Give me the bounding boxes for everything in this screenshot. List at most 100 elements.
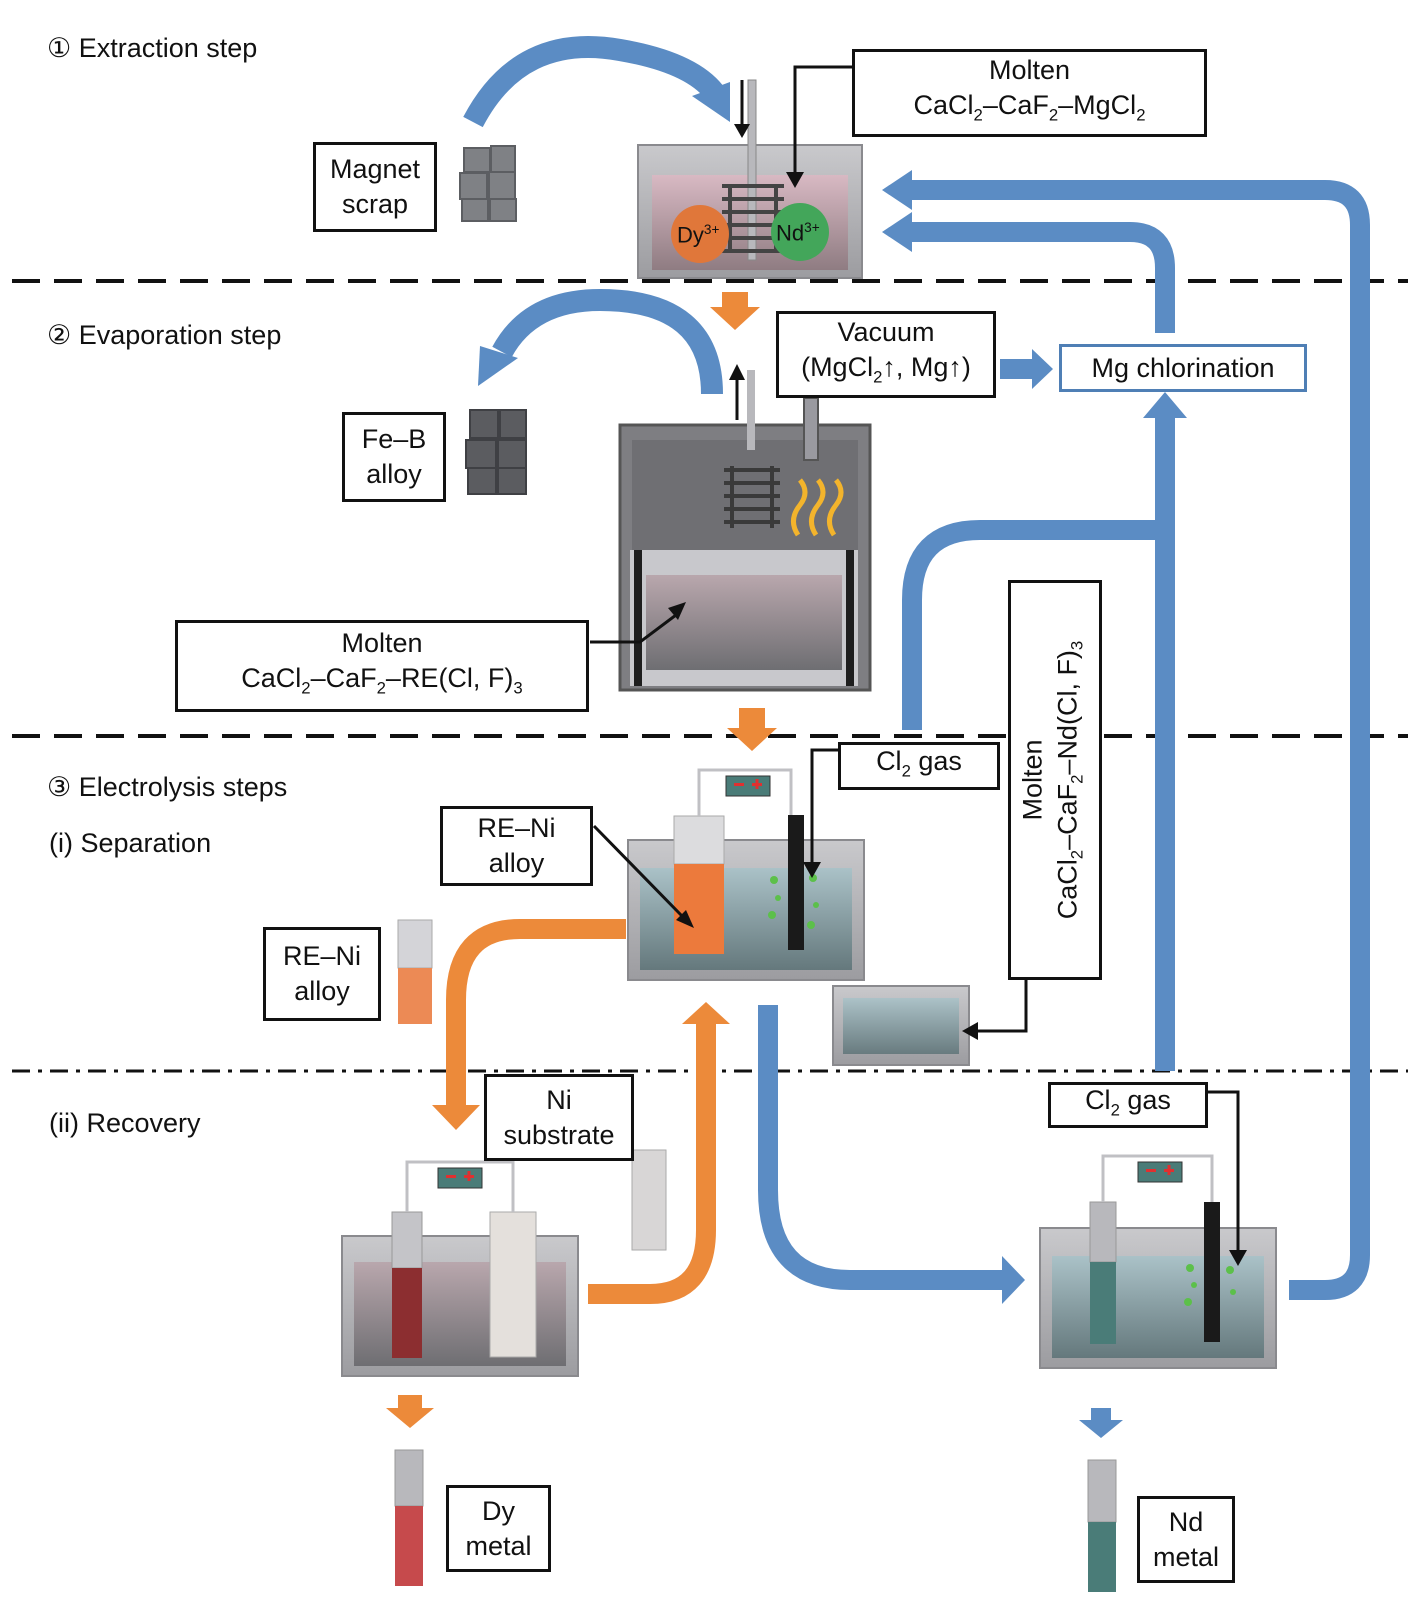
dy-ion-label: Dy3+	[677, 222, 719, 248]
dy-ion-symbol: Dy	[677, 222, 704, 248]
dy-metal-bar-top	[394, 1449, 424, 1507]
vacuum-line-1: Vacuum	[837, 316, 935, 347]
reni-sample-top	[397, 919, 433, 969]
dy-metal-label: Dy metal	[446, 1485, 551, 1572]
lift-arrowhead	[729, 364, 745, 380]
nd-metal-label: Nd metal	[1137, 1496, 1235, 1583]
mg-chlorination-text: Mg chlorination	[1091, 352, 1275, 383]
cl2-gas-text-2: Cl2 gas	[1085, 1084, 1171, 1120]
arrowhead-vacuum	[1032, 349, 1053, 389]
power-supply-icon	[437, 1167, 483, 1189]
dy-metal-bar-bottom	[395, 1506, 423, 1586]
arrowhead-top-return	[882, 170, 912, 210]
power-supply-icon	[1137, 1161, 1183, 1183]
scrap-feed-arrow	[463, 36, 723, 128]
reni-alloy-label-2: RE–Ni alloy	[263, 927, 381, 1021]
reni-leader-head	[676, 910, 694, 928]
extraction-vessel	[637, 79, 863, 279]
magnet-line-1: Magnet	[329, 154, 421, 184]
dy-line-2: metal	[465, 1530, 532, 1561]
molten-mid-leader	[590, 610, 681, 644]
vacuum-label: Vacuum (MgCl2↑, Mg↑)	[776, 311, 996, 398]
molten-top-leader	[793, 65, 852, 180]
feb-line-1: Fe–B	[361, 424, 427, 454]
cl2-leader-2-head	[1229, 1250, 1247, 1266]
molten-salt-top-label: Molten CaCl2–CaF2–MgCl2	[852, 49, 1207, 137]
step-evaporation: ② Evaporation step	[47, 320, 282, 350]
reni-2-line-1: RE–Ni	[282, 941, 362, 971]
molten-nd-leader	[972, 980, 1028, 1033]
step-electrolysis: ③ Electrolysis steps	[47, 772, 288, 802]
reni-1-line-2: alloy	[488, 848, 545, 878]
insert-arrowhead	[734, 124, 750, 138]
mg-chlorination-return	[908, 222, 1175, 333]
cl2-gas-word-1: gas	[918, 745, 962, 776]
evaporation-vessel	[618, 370, 872, 692]
nd-line-1: Nd	[1168, 1506, 1204, 1537]
power-supply-icon	[725, 775, 771, 797]
ni-substrate-sample	[631, 1149, 667, 1251]
separation-cell	[627, 768, 865, 981]
ni-line-1: Ni	[546, 1084, 572, 1115]
molten-nd-formula: CaCl2–CaF2–Nd(Cl, F)3	[1052, 640, 1087, 920]
arrowhead-evaporation-down	[727, 708, 777, 751]
cl2-gas-text-1: Cl2 gas	[876, 745, 962, 781]
step-extraction: ① Extraction step	[47, 33, 258, 63]
molten-line-1: Molten	[988, 55, 1071, 86]
dy-recovery-cell	[341, 1160, 579, 1377]
nd-salt-transfer	[758, 1005, 1005, 1290]
vacuum-formula: (MgCl2↑, Mg↑)	[801, 351, 971, 387]
molten-top-formula: CaCl2–CaF2–MgCl2	[913, 90, 1146, 125]
ni-substrate-label: Ni substrate	[484, 1074, 634, 1161]
step-recovery: (ii) Recovery	[49, 1108, 201, 1138]
feb-alloy-label: Fe–B alloy	[342, 412, 446, 502]
molten-top-leader-head	[786, 172, 804, 188]
nd-ion-label: Nd3+	[776, 220, 820, 246]
molten-mid-formula: CaCl2–CaF2–RE(Cl, F)3	[241, 663, 523, 698]
cl2-leader-1-head	[803, 862, 821, 878]
arrowhead-ni-up	[682, 1002, 730, 1024]
arrowhead-chlorination-up	[1143, 392, 1187, 418]
molten-salt-mid-label: Molten CaCl2–CaF2–RE(Cl, F)3	[175, 620, 589, 712]
nd-return-loop	[908, 180, 1370, 1300]
cl2-leader-1	[810, 748, 838, 870]
arrowhead-mg-return	[882, 212, 912, 252]
dy-line-1: Dy	[482, 1495, 515, 1526]
dy-ion-charge: 3+	[703, 222, 720, 237]
magnet-scrap-cubes	[459, 145, 517, 222]
reni-2-line-2: alloy	[294, 976, 350, 1006]
reni-to-recovery	[446, 919, 626, 1105]
molten-mid-line-1: Molten	[341, 628, 423, 659]
reni-leader	[592, 824, 684, 918]
molten-salt-nd-label: Molten CaCl2–CaF2–Nd(Cl, F)3	[1008, 580, 1102, 980]
reni-1-line-1: RE–Ni	[477, 813, 556, 843]
arrowhead-nd-metal	[1079, 1408, 1123, 1438]
nd-ion-symbol: Nd	[776, 220, 805, 246]
nd-metal-bar-bottom	[1088, 1522, 1116, 1592]
step-separation: (i) Separation	[49, 828, 212, 858]
scrap-feed-arrowhead	[692, 82, 730, 122]
blue-flow-arrows	[758, 180, 1370, 1300]
mg-chlorination-label: Mg chlorination	[1059, 344, 1307, 392]
ni-return	[588, 1022, 716, 1304]
magnet-line-2: scrap	[341, 189, 409, 219]
nd-recovery-cell	[1039, 1154, 1277, 1369]
cl2-gas-label-1: Cl2 gas	[838, 742, 1000, 790]
orange-arrowheads	[386, 292, 777, 1428]
dy-ion-circle	[671, 205, 729, 263]
feb-alloy-cubes	[465, 409, 527, 495]
nd-ion-charge: 3+	[804, 220, 820, 235]
molten-mid-leader-head	[668, 602, 686, 620]
molten-nd-rotated: Molten CaCl2–CaF2–Nd(Cl, F)3	[1015, 580, 1094, 980]
nd-metal-bar-top	[1087, 1459, 1117, 1523]
arrowhead-extraction-down	[710, 292, 760, 330]
molten-nd-leader-head	[962, 1022, 978, 1040]
reni-alloy-label-1: RE–Ni alloy	[440, 806, 593, 886]
feb-out-arrow	[492, 288, 723, 395]
cl2-gas-word-2: gas	[1127, 1084, 1171, 1115]
blue-arrowheads	[882, 170, 1187, 1438]
cl2-leader-2	[1206, 1090, 1240, 1258]
feb-out-arrowhead	[478, 346, 518, 386]
cl2-gas-label-2: Cl2 gas	[1048, 1082, 1208, 1128]
